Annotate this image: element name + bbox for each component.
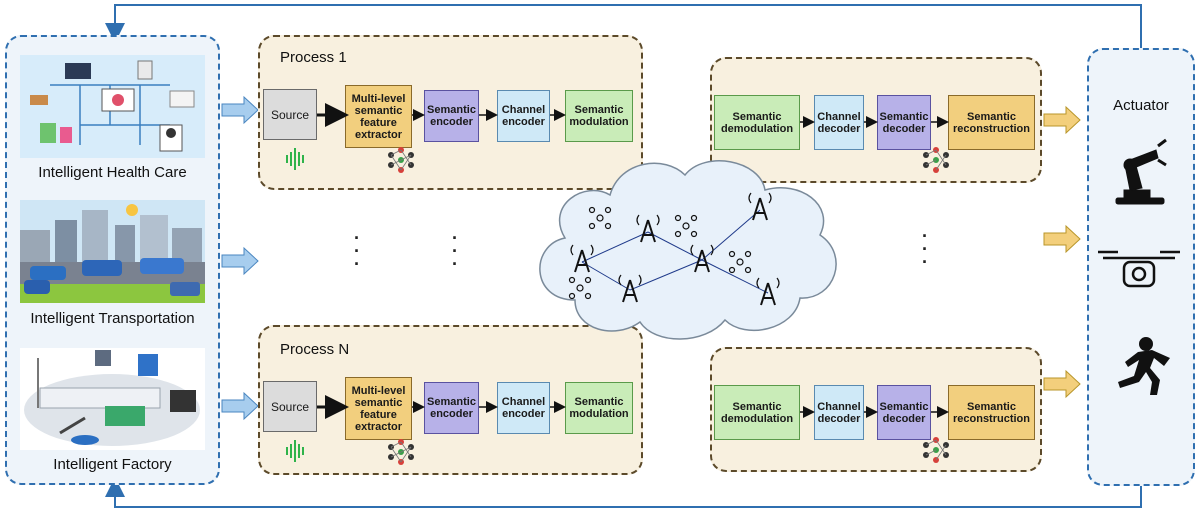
output-arrow-2 — [1043, 224, 1081, 254]
channel-decoder-block-n: Channel decoder — [814, 385, 864, 440]
semantic-demodulation-block-n: Semantic demodulation — [714, 385, 800, 440]
cell-tower-icon — [748, 192, 772, 221]
factory-caption: Intelligent Factory — [53, 456, 172, 473]
cell-tower-icon — [618, 274, 642, 303]
transportation-image — [20, 200, 205, 303]
semantic-demodulation-block-1: Semantic demodulation — [714, 95, 800, 150]
cell-tower-icon — [690, 244, 714, 273]
uav-icon — [588, 206, 612, 230]
uav-icon — [674, 214, 698, 238]
neural-network-icon — [923, 147, 949, 173]
feedback-top-line — [105, 4, 1142, 48]
ellipsis-dots: ··· — [452, 228, 458, 274]
semantic-decoder-block-1: Semantic decoder — [877, 95, 931, 150]
channel-encoder-block-n: Channel encoder — [497, 382, 550, 434]
semantic-reconstruction-block-n: Semantic reconstruction — [948, 385, 1035, 440]
uav-icon — [568, 276, 592, 300]
input-arrow-3 — [221, 391, 259, 421]
health-care-caption: Intelligent Health Care — [38, 164, 187, 181]
source-block-1: Source — [263, 89, 317, 140]
ellipsis-dots: ··· — [922, 226, 928, 272]
feature-extractor-block-1: Multi-level semantic feature extractor — [345, 85, 412, 148]
health-care-image — [20, 55, 205, 158]
output-arrow-1 — [1043, 105, 1081, 135]
feature-extractor-block-n: Multi-level semantic feature extractor — [345, 377, 412, 440]
process-n-title: Process N — [280, 341, 350, 358]
semantic-reconstruction-block-1: Semantic reconstruction — [948, 95, 1035, 150]
sound-wave-icon — [286, 148, 304, 170]
input-arrow-1 — [221, 95, 259, 125]
input-arrow-2 — [221, 246, 259, 276]
neural-network-icon — [923, 437, 949, 463]
channel-encoder-block-1: Channel encoder — [497, 90, 550, 142]
semantic-encoder-block-n: Semantic encoder — [424, 382, 479, 434]
output-arrow-3 — [1043, 369, 1081, 399]
actuator-panel — [1087, 48, 1195, 486]
uav-icon — [728, 250, 752, 274]
cell-tower-icon — [756, 277, 780, 306]
transportation-caption: Intelligent Transportation — [30, 310, 195, 327]
running-person-icon — [1118, 337, 1170, 395]
actuator-title: Actuator — [1113, 97, 1169, 114]
ellipsis-dots: ··· — [354, 228, 360, 274]
feedback-bottom-line — [105, 477, 1142, 508]
robot-arm-icon — [1115, 138, 1167, 205]
neural-network-icon — [388, 439, 414, 465]
drone-icon — [1098, 250, 1180, 288]
cell-tower-icon — [636, 214, 660, 243]
neural-network-icon — [388, 147, 414, 173]
cell-tower-icon — [570, 244, 594, 273]
semantic-modulation-block-n: Semantic modulation — [565, 382, 633, 434]
semantic-decoder-block-n: Semantic decoder — [877, 385, 931, 440]
process-1-title: Process 1 — [280, 49, 347, 66]
factory-image — [20, 348, 205, 450]
sound-wave-icon — [286, 440, 304, 462]
source-block-n: Source — [263, 381, 317, 432]
semantic-modulation-block-1: Semantic modulation — [565, 90, 633, 142]
